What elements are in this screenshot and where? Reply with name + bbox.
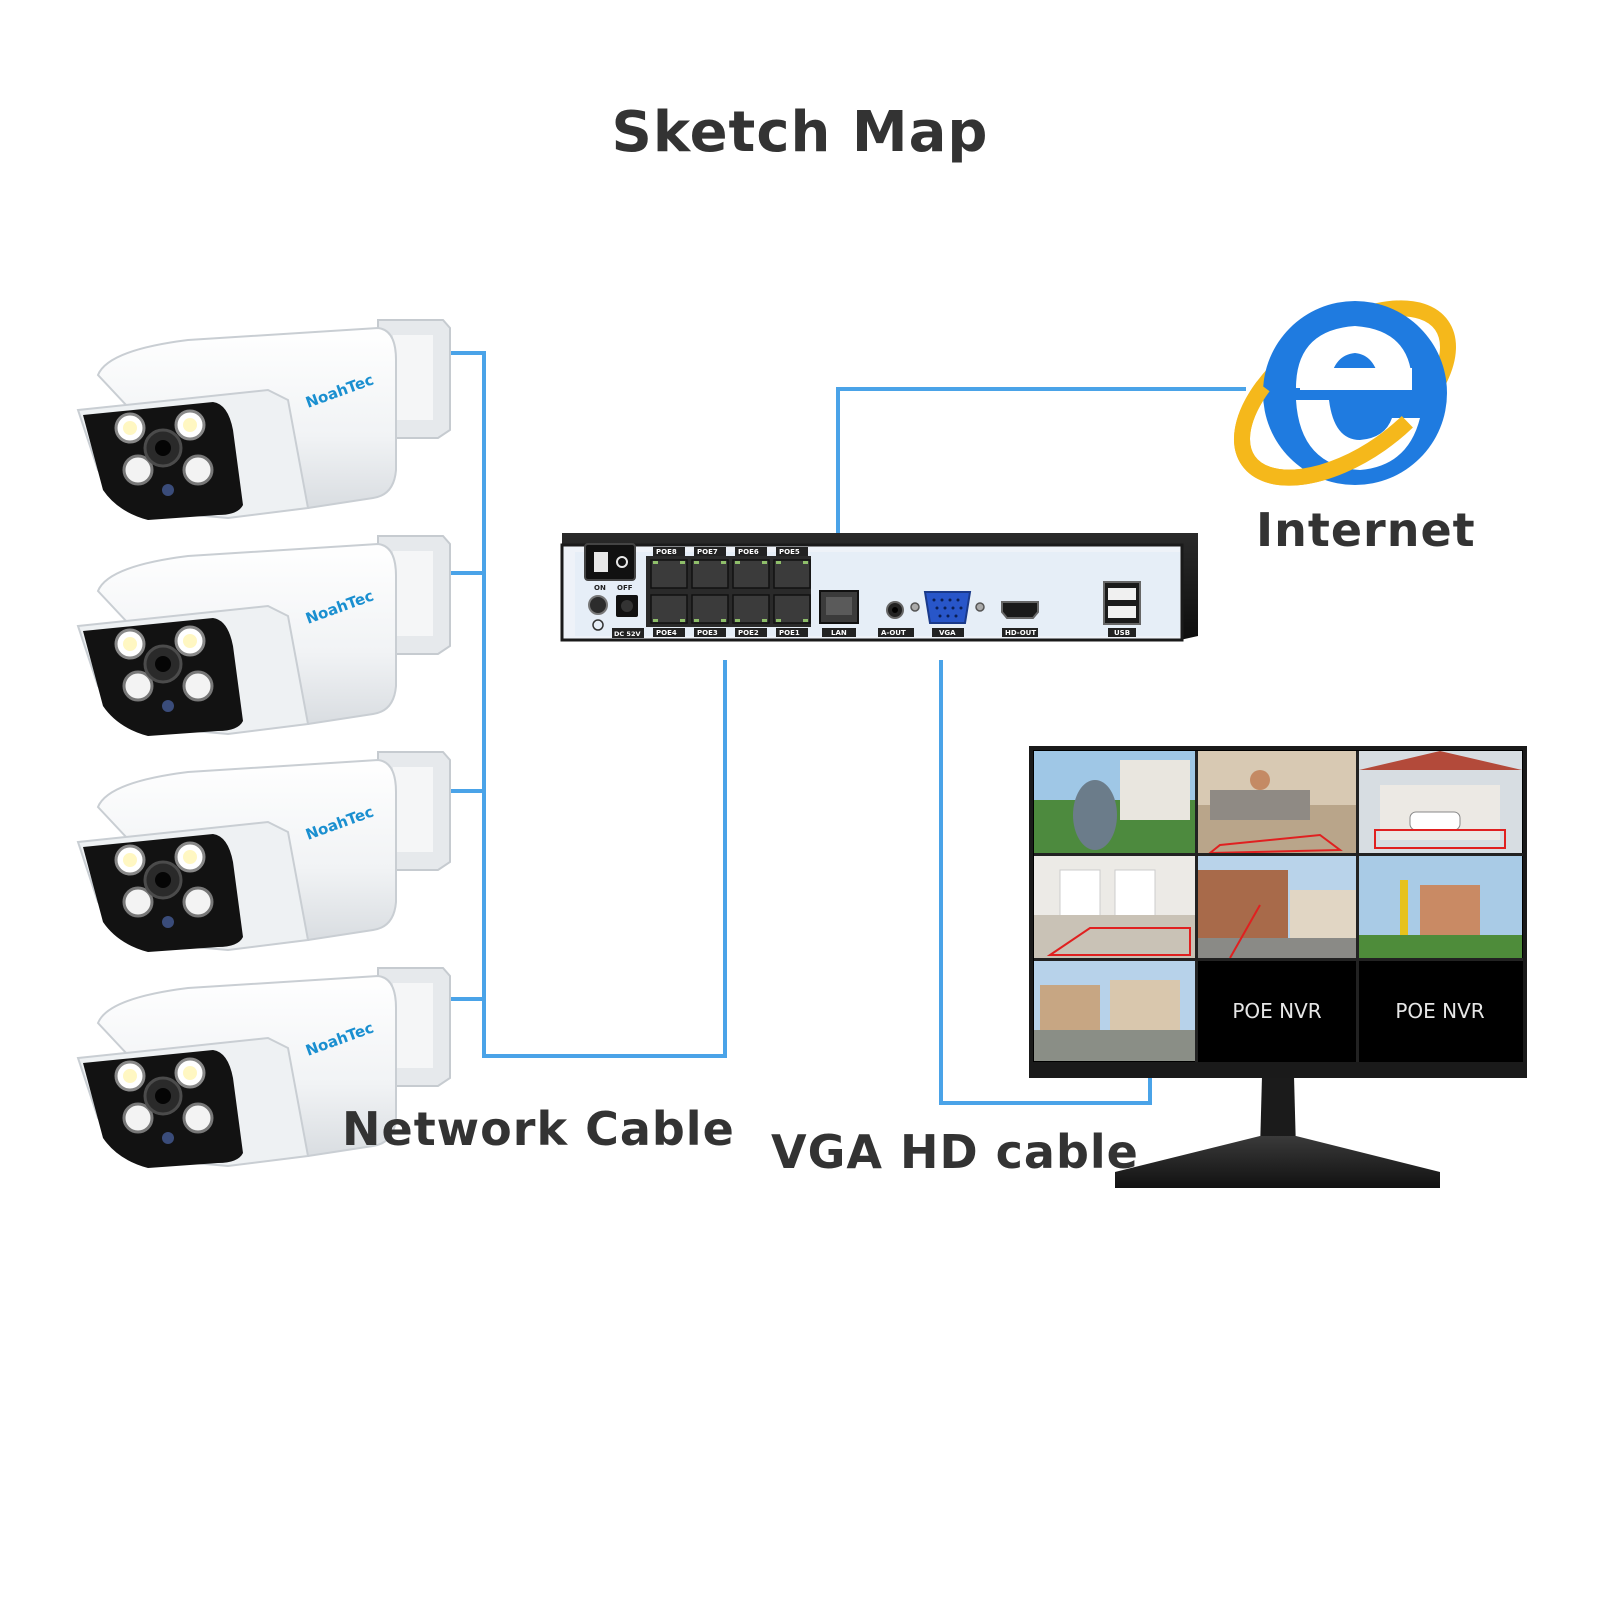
- svg-text:POE4: POE4: [656, 629, 677, 637]
- monitor-tile-5: [1198, 856, 1356, 959]
- network-cable-label: Network Cable: [342, 1102, 735, 1156]
- monitor-tile-1: [1034, 751, 1195, 853]
- camera-4: NoahTec: [76, 966, 452, 1170]
- monitor-tile-7: [1034, 961, 1195, 1061]
- internet-label: Internet: [1256, 503, 1476, 557]
- vga-cable-label: VGA HD cable: [771, 1125, 1139, 1179]
- svg-text:POE2: POE2: [738, 629, 759, 637]
- network-cable-lines: [404, 351, 727, 1058]
- svg-text:POE6: POE6: [738, 548, 759, 556]
- lan-port-label: LAN: [831, 629, 847, 637]
- audio-out-label: A-OUT: [881, 629, 906, 637]
- svg-text:POE1: POE1: [779, 629, 800, 637]
- camera-2: NoahTec: [76, 534, 452, 738]
- monitor: POE NVR POE NVR: [1029, 746, 1527, 1188]
- monitor-tile-9: POE NVR: [1359, 961, 1522, 1061]
- svg-text:ON: ON: [594, 584, 606, 592]
- camera-3: NoahTec: [76, 750, 452, 954]
- svg-text:POE8: POE8: [656, 548, 677, 556]
- poe-port-block: POE8 POE7 POE6 POE5 POE4 POE3 POE2 POE1: [646, 547, 811, 637]
- hd-out-label: HD-OUT: [1005, 629, 1036, 637]
- vga-port-label: VGA: [939, 629, 956, 637]
- monitor-tile-3: [1359, 751, 1522, 853]
- poe-nvr-recorder: ON OFF DC 52V: [560, 533, 1198, 642]
- monitor-tile-2: [1198, 751, 1356, 855]
- svg-text:POE5: POE5: [779, 548, 800, 556]
- hd-out-port: [1001, 601, 1039, 619]
- monitor-tile-4: [1034, 856, 1195, 958]
- usb-label: USB: [1114, 629, 1130, 637]
- internet-cable-line: [836, 387, 1246, 590]
- power-jack-label: DC 52V: [614, 630, 641, 638]
- svg-text:OFF: OFF: [617, 584, 633, 592]
- svg-text:POE NVR: POE NVR: [1395, 999, 1484, 1023]
- monitor-tile-8: POE NVR: [1198, 961, 1356, 1061]
- diagram-title: Sketch Map: [611, 100, 989, 165]
- svg-text:POE7: POE7: [697, 548, 718, 556]
- vga-cable-line: [939, 660, 1152, 1105]
- svg-text:POE NVR: POE NVR: [1232, 999, 1321, 1023]
- internet-explorer-icon: [1234, 300, 1456, 486]
- monitor-tile-6: [1359, 856, 1522, 958]
- vga-port: [923, 591, 972, 624]
- camera-1: NoahTec: [76, 318, 452, 522]
- svg-text:POE3: POE3: [697, 629, 718, 637]
- ground-screw: [588, 595, 608, 615]
